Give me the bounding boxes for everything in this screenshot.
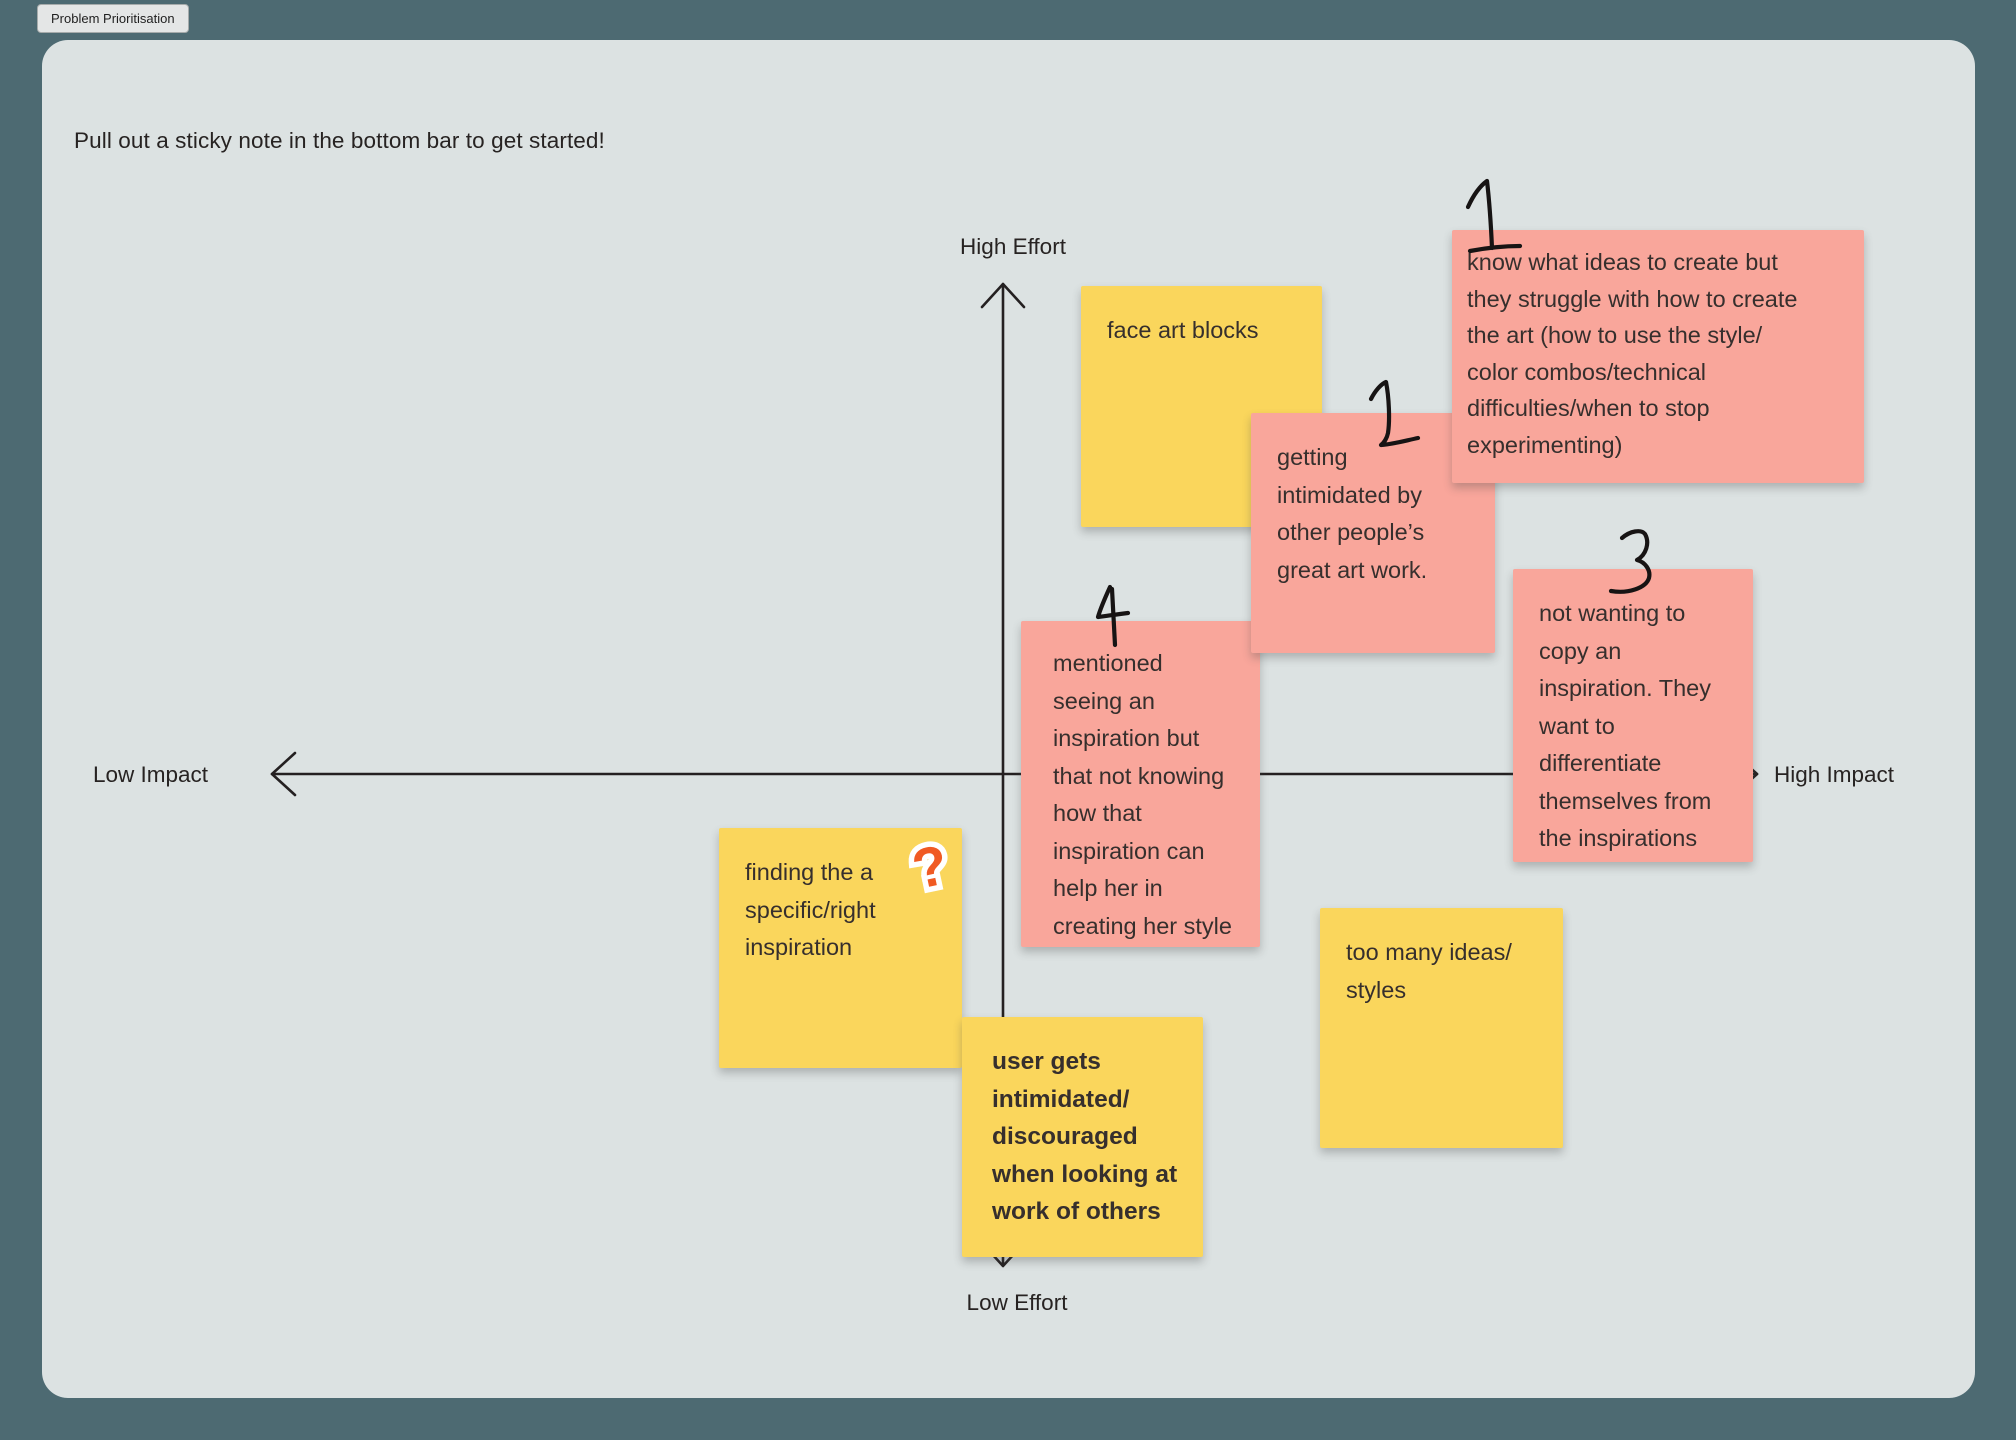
board-tab[interactable]: Problem Prioritisation bbox=[37, 4, 189, 33]
axis-label-high-impact: High Impact bbox=[1774, 762, 1895, 787]
sticky-note-text: getting intimidated by other people’s gr… bbox=[1277, 444, 1428, 583]
sticky-note-text: know what ideas to create but they strug… bbox=[1467, 249, 1798, 458]
sticky-note-text: face art blocks bbox=[1107, 317, 1259, 343]
axis-label-high-effort: High Effort bbox=[960, 234, 1066, 259]
sticky-note-too-many-ideas[interactable]: too many ideas/ styles bbox=[1320, 908, 1563, 1148]
axis-label-low-effort: Low Effort bbox=[966, 1290, 1068, 1315]
sticky-note-text: not wanting to copy an inspiration. They… bbox=[1539, 600, 1712, 851]
sticky-note-user-gets-intimidated[interactable]: user gets intimidated/ discouraged when … bbox=[962, 1017, 1203, 1257]
sticky-note-text: user gets intimidated/ discouraged when … bbox=[992, 1048, 1178, 1225]
question-mark-sticker-glyph: ? bbox=[906, 832, 954, 901]
sticky-note-rank4-mentioned-seeing-inspiration[interactable]: mentioned seeing an inspiration but that… bbox=[1021, 621, 1260, 947]
sticky-note-text: too many ideas/ styles bbox=[1346, 939, 1512, 1003]
sticky-note-finding-inspiration[interactable]: finding the a specific/right inspiration bbox=[719, 828, 962, 1068]
axis-label-low-impact: Low Impact bbox=[93, 762, 209, 787]
sticky-note-text: mentioned seeing an inspiration but that… bbox=[1053, 650, 1232, 939]
sticky-note-rank1-know-what-ideas[interactable]: know what ideas to create but they strug… bbox=[1452, 230, 1864, 483]
sticky-note-text: finding the a specific/right inspiration bbox=[745, 859, 876, 960]
sticky-note-rank3-not-wanting-to-copy[interactable]: not wanting to copy an inspiration. They… bbox=[1513, 569, 1753, 862]
hint-text: Pull out a sticky note in the bottom bar… bbox=[74, 128, 605, 153]
